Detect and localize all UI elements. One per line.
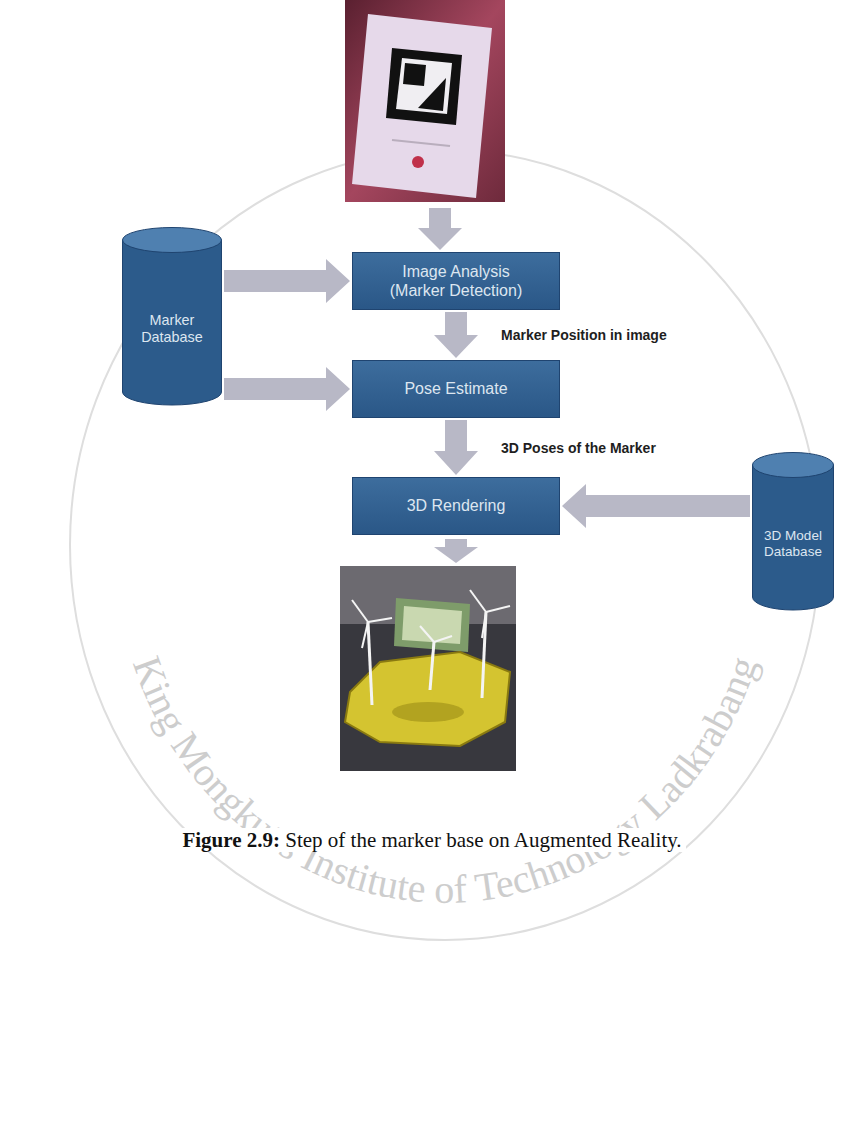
database-cylinder: Marker Database — [122, 227, 222, 405]
edge-label: Marker Position in image — [498, 326, 670, 344]
node-label-group: Image Analysis (Marker Detection) — [381, 262, 531, 300]
node-label-group: 3D Model Database — [753, 528, 833, 560]
node-label: Pose Estimate — [404, 379, 507, 398]
flow-arrow — [224, 367, 350, 411]
process-box: 3D Rendering — [352, 477, 560, 535]
node-label: 3D Rendering — [407, 496, 506, 515]
node-label-group: Marker Database — [124, 312, 220, 347]
edge-label: 3D Poses of the Marker — [498, 439, 659, 457]
cylinder-body — [123, 240, 222, 405]
watermark-ring — [70, 150, 820, 940]
node-label: Marker Database — [124, 312, 220, 347]
flow-arrow — [418, 208, 462, 250]
flow-arrow — [562, 484, 750, 528]
node-label-group: 3D Rendering — [407, 496, 506, 515]
marker-photo — [345, 0, 505, 202]
process-box: Pose Estimate — [352, 360, 560, 418]
cylinder-top — [753, 453, 834, 478]
flow-arrow — [434, 539, 478, 563]
process-box: Image Analysis (Marker Detection) — [352, 252, 560, 310]
figure-caption-wrap: Figure 2.9: Step of the marker base on A… — [120, 828, 744, 853]
flow-arrow — [434, 312, 478, 358]
ar-result-image — [340, 566, 516, 771]
node-label: Image Analysis (Marker Detection) — [381, 262, 531, 300]
node-label-group: Pose Estimate — [404, 379, 507, 398]
node-label: 3D Model Database — [753, 528, 833, 560]
watermark-text: King Mongkut's Institute of Technology L… — [124, 650, 766, 911]
flow-arrow — [224, 259, 350, 303]
cylinder-top — [123, 228, 222, 253]
figure-caption: Figure 2.9: Step of the marker base on A… — [178, 828, 685, 852]
database-cylinder: 3D Model Database — [752, 452, 834, 610]
cylinder-body — [753, 465, 834, 610]
flow-arrow — [434, 420, 478, 475]
watermark: King Mongkut's Institute of Technology L… — [124, 650, 766, 911]
